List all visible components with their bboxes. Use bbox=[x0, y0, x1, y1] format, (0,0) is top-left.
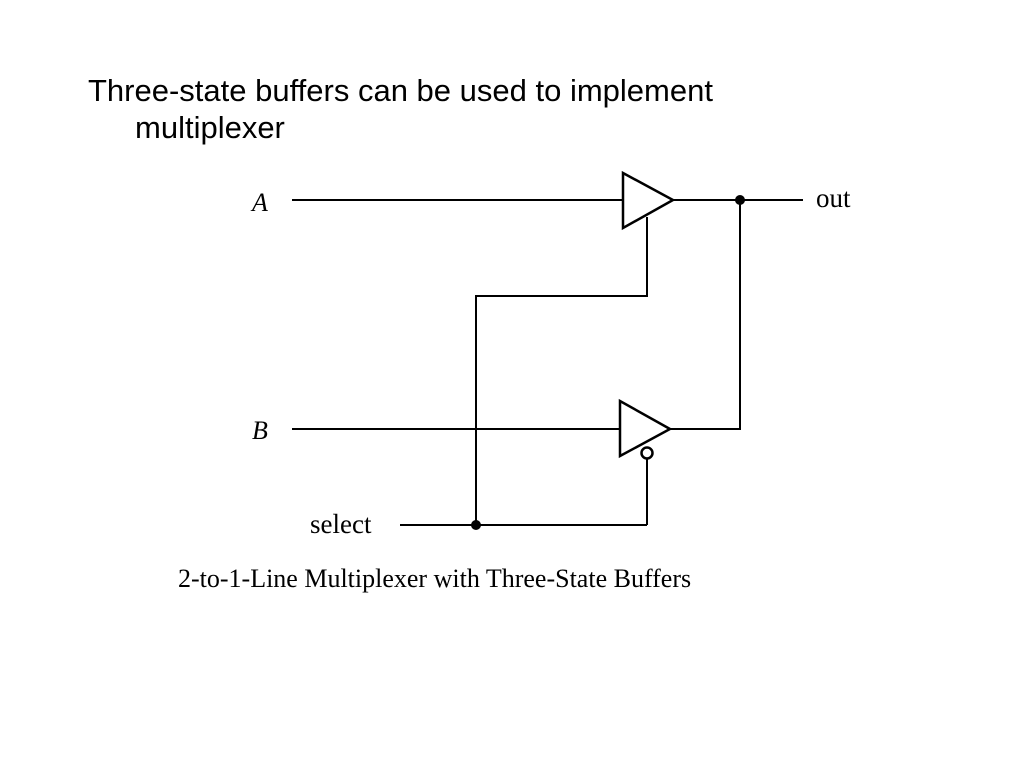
buffer-b-gate bbox=[618, 398, 673, 459]
buffer-a-gate bbox=[621, 170, 676, 231]
bullet-text: Three-state buffers can be used to imple… bbox=[88, 72, 848, 146]
input-a-label: A bbox=[250, 188, 268, 217]
buffer-b-output-wire bbox=[670, 200, 741, 430]
multiplexer-figure: A B select out 2-to-1-Line Multiplexer w… bbox=[160, 165, 880, 600]
output-label: out bbox=[816, 183, 851, 213]
select-label: select bbox=[310, 509, 372, 539]
circuit-diagram: A B select out 2-to-1-Line Multiplexer w… bbox=[178, 170, 851, 593]
input-b-label: B bbox=[252, 416, 268, 445]
figure-caption: 2-to-1-Line Multiplexer with Three-State… bbox=[178, 564, 691, 593]
bullet-line-2: multiplexer bbox=[135, 110, 285, 145]
enable-inversion-bubble bbox=[640, 446, 654, 460]
select-junction-dot bbox=[471, 520, 481, 530]
output-junction-dot bbox=[735, 195, 745, 205]
bullet-line-1: Three-state buffers can be used to imple… bbox=[88, 73, 713, 108]
buffer-a-enable-wire bbox=[475, 217, 648, 525]
